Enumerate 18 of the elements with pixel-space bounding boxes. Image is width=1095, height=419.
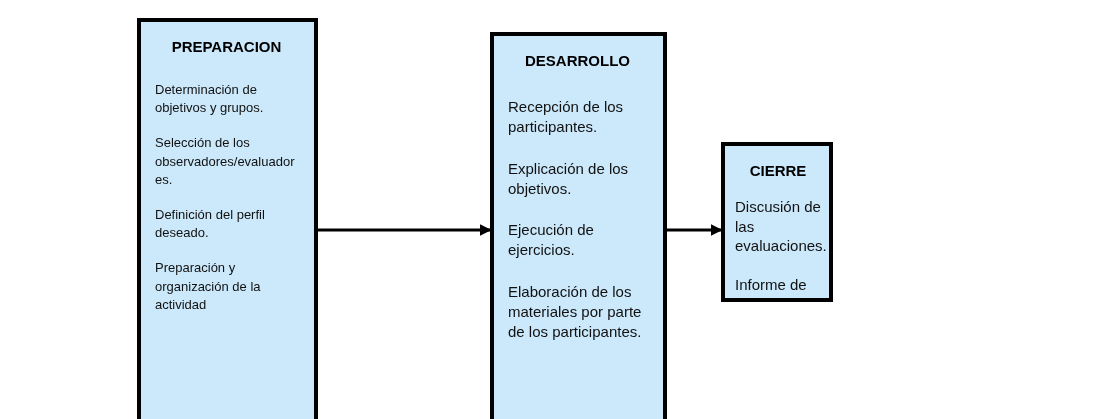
step-text: Recepción de los participantes.: [508, 97, 625, 138]
step-text: Elaboración de los materiales por parte de los participantes.: [508, 281, 643, 342]
arrow: [318, 224, 492, 236]
step-text: Informe de: [735, 274, 808, 294]
process-box: [490, 32, 667, 419]
step-text: Explicación de los objetivos.: [508, 158, 630, 199]
arrow: [667, 224, 723, 236]
step-text: Discusión de las evaluaciones.: [735, 197, 825, 256]
process-box: [721, 142, 833, 302]
step-text: Determinación de objetivos y grupos.: [155, 81, 265, 118]
box-heading: DESARROLLO: [524, 52, 631, 69]
process-box: [137, 18, 318, 419]
step-text: Ejecución de ejercicios.: [508, 220, 595, 261]
step-text: Preparación y organización de la actividad: [155, 259, 262, 314]
step-text: Definición del perfil deseado.: [155, 205, 266, 243]
box-heading: PREPARACION: [170, 38, 283, 55]
box-heading: CIERRE: [748, 162, 808, 179]
step-text: Selección de los observadores/evaluador es.: [155, 134, 296, 189]
